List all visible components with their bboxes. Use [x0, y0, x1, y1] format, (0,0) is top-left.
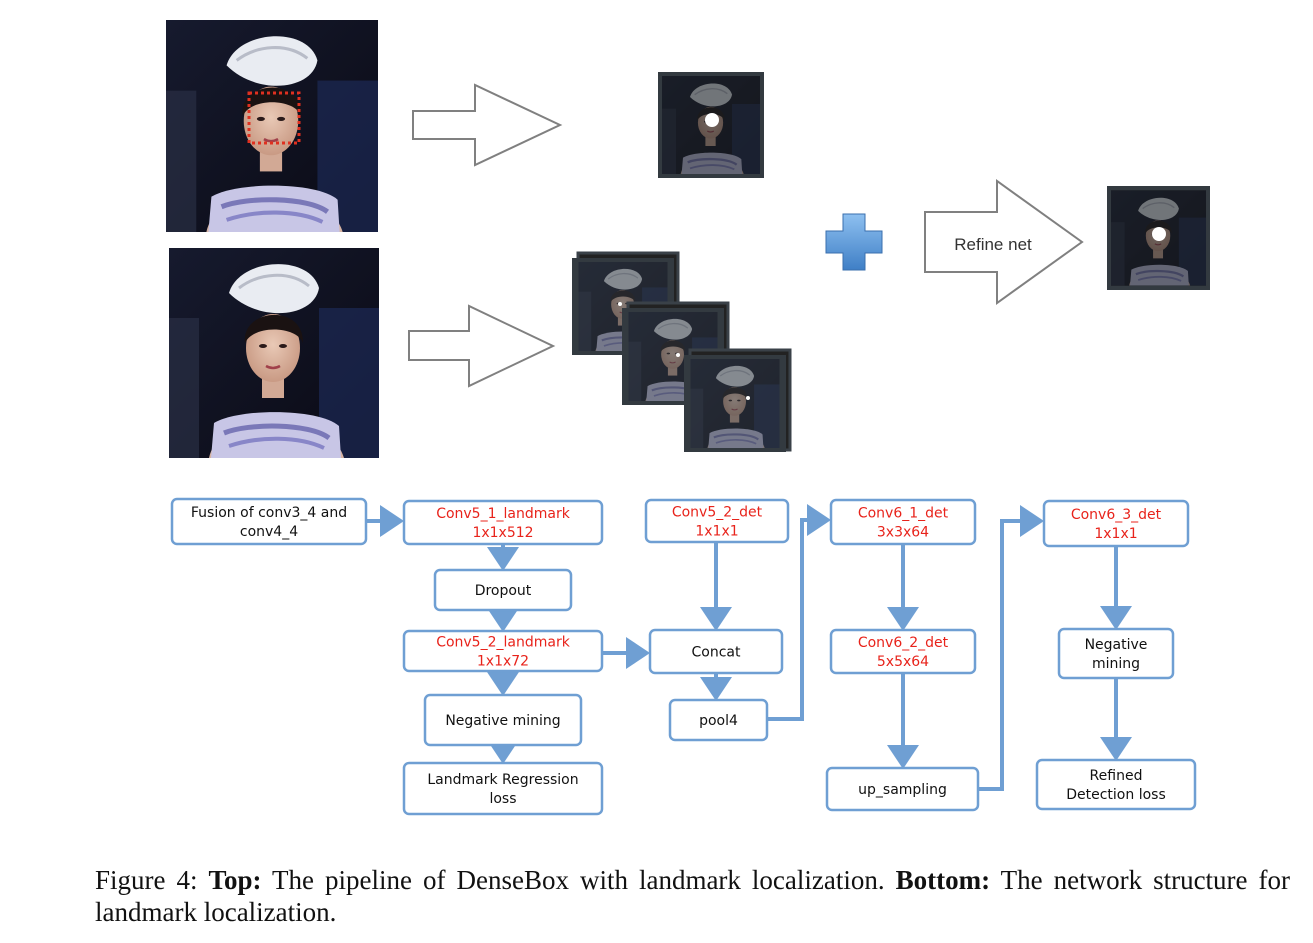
node-label-line: Conv5_1_landmark	[436, 506, 571, 522]
node-box	[402, 629, 604, 673]
node-box	[423, 693, 583, 747]
node-dropout: Dropout	[433, 568, 573, 612]
node-label-line: Landmark Regression	[427, 772, 578, 788]
node-landmark-loss: Landmark Regression loss	[402, 761, 604, 816]
node-label-line: Negative	[1085, 637, 1148, 653]
node-label-line: conv4_4	[240, 524, 298, 540]
node-box	[1057, 627, 1175, 680]
node-box	[829, 498, 977, 546]
caption-bottom-label: Bottom:	[895, 865, 991, 895]
figure-caption: Figure 4: Top: The pipeline of DenseBox …	[95, 864, 1290, 928]
node-conv6-1-det: Conv6_1_det 3x3x64	[829, 498, 977, 546]
landmark-point	[618, 302, 622, 306]
network-nodes: Fusion of conv3_4 and conv4_4 Conv5_1_land…	[170, 497, 1197, 816]
plus-icon	[825, 213, 883, 271]
node-neg-mining-1: Negative mining	[423, 693, 583, 747]
edge-upsampling-to-conv6-3	[978, 505, 1044, 791]
node-label-line: Detection loss	[1066, 787, 1166, 803]
node-label-line: 1x1x512	[472, 525, 533, 541]
node-label-line: Conv6_2_det	[858, 635, 949, 651]
node-box	[1042, 499, 1190, 548]
node-label-line: Dropout	[475, 583, 532, 599]
heatmap-hotspot	[705, 113, 719, 127]
edge-pool4-to-conv6-1	[767, 504, 831, 721]
node-label-line: 1x1x1	[695, 524, 738, 540]
node-box	[829, 628, 977, 675]
node-box	[433, 568, 573, 612]
node-label-line: 1x1x72	[477, 654, 529, 670]
node-box	[402, 761, 604, 816]
node-label-line: mining	[1092, 656, 1140, 672]
input-image-top	[166, 20, 378, 232]
node-label-line: up_sampling	[858, 782, 947, 798]
node-label-line: 1x1x1	[1094, 526, 1137, 542]
node-label-line: loss	[489, 791, 516, 807]
refine-net-label: Refine net	[954, 235, 1032, 254]
caption-bottom-text: The network structure for landmark local…	[95, 865, 1291, 927]
node-box	[1035, 758, 1197, 811]
caption-prefix: Figure 4:	[95, 865, 209, 895]
node-label-line: 5x5x64	[877, 654, 929, 670]
landmark-point	[746, 396, 750, 400]
node-box	[170, 497, 368, 546]
input-image-bottom	[169, 248, 379, 458]
node-label-line: pool4	[699, 713, 738, 729]
node-conv5-2-det: Conv5_2_det 1x1x1	[644, 498, 790, 544]
node-conv5-2-landmark: Conv5_2_landmark 1x1x72	[402, 629, 604, 673]
node-label-line: Negative mining	[445, 713, 560, 729]
landmark-heatmap-stack	[572, 251, 792, 452]
caption-top-text: The pipeline of DenseBox with landmark l…	[261, 865, 896, 895]
node-label-line: Conv5_2_landmark	[436, 635, 571, 651]
node-label-line: 3x3x64	[877, 525, 929, 541]
node-label-line: Conv6_1_det	[858, 506, 949, 522]
node-box	[644, 498, 790, 544]
node-label-line: Fusion of conv3_4 and	[191, 505, 347, 521]
node-box	[648, 628, 784, 675]
node-pool4: pool4	[668, 698, 769, 742]
node-box	[668, 698, 769, 742]
node-up-sampling: up_sampling	[825, 766, 980, 812]
densebox-figure: Refine net Fusion of conv3_4 andconv4_4C…	[0, 0, 1210, 816]
node-concat: Concat	[648, 628, 784, 675]
face-detection-box	[247, 91, 301, 145]
refine-net-arrow	[924, 179, 1084, 305]
detection-heatmap-output	[658, 72, 764, 178]
node-neg-mining-2: Negative mining	[1057, 627, 1175, 680]
hollow-arrow-bottom	[408, 304, 556, 388]
refined-output	[1107, 186, 1210, 290]
caption-top-label: Top:	[208, 865, 262, 895]
node-conv6-2-det: Conv6_2_det 5x5x64	[829, 628, 977, 675]
landmark-point	[676, 353, 680, 357]
hollow-arrow-top	[412, 83, 563, 167]
node-label-line: Conv6_3_det	[1071, 507, 1162, 523]
node-label-line: Conv5_2_det	[672, 505, 763, 521]
network-edges	[366, 504, 1132, 791]
node-conv5-1-landmark: Conv5_1_landmark 1x1x512	[402, 499, 604, 546]
node-box	[402, 499, 604, 546]
node-fusion: Fusion of conv3_4 and conv4_4	[170, 497, 368, 546]
node-conv6-3-det: Conv6_3_det 1x1x1	[1042, 499, 1190, 548]
node-label-line: Concat	[692, 645, 741, 661]
node-label-line: Refined	[1090, 768, 1143, 784]
node-box	[825, 766, 980, 812]
refined-hotspot	[1152, 227, 1166, 241]
